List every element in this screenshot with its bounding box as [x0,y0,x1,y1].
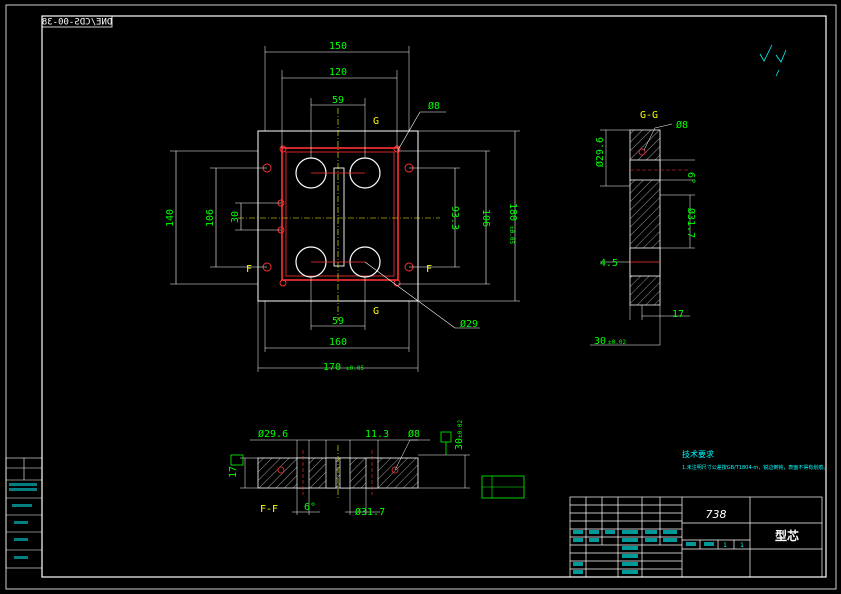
pocket-outline [281,147,399,281]
section-g-bottom: G [373,306,379,317]
dim-160: 160 [329,337,347,348]
dim-170-tol: ±0.05 [346,365,364,372]
dim-170: 170 [323,362,341,373]
title-material: 738 [706,508,727,521]
outer-frame [5,4,837,590]
notes-title: 技术要求 [682,449,714,459]
title-sheet: 1 [740,542,744,549]
ff-dia8: Ø8 [408,428,420,440]
gg-dia31: Ø31.7 [685,208,697,238]
side-table [5,457,43,569]
dim-150: 150 [329,41,347,52]
dim-dia29: Ø29 [460,318,478,330]
section-gg-label: G-G [640,110,658,121]
roughness-symbol [759,44,787,77]
ff-angle: 6° [304,502,316,513]
gg-30-tol: ±0.02 [608,339,626,346]
ff-17: 17 [228,466,239,478]
ff-dia31: Ø31.7 [355,506,385,518]
ff-30: 30 [454,438,465,450]
dim-30: 30 [230,211,241,223]
section-ff-label: F-F [260,504,278,515]
inner-frame [41,15,827,578]
dim-59-bottom: 59 [332,316,344,327]
dim-180-tol: ±0.05 [508,226,515,244]
section-g-top: G [373,116,379,127]
drawing-code-box [41,15,113,28]
dim-93: 93.3 [449,206,460,230]
ff-dia29: Ø29.6 [258,428,288,440]
ff-11-3: 11.3 [365,429,389,440]
title-part-name: 型芯 [775,528,799,543]
gg-section: G-G Ø8 Ø29.6 6° [590,110,697,347]
notes-line1: 1.未注明尺寸公差按GB/T1804-m，锐边倒钝，表面不得有划痕。 [682,464,828,471]
title-block [569,496,823,578]
gg-17: 17 [672,309,684,320]
plan-view: G G F F [165,41,520,373]
center-slot [333,167,345,267]
section-f-left: F [246,264,252,275]
gg-30: 30 [594,336,606,347]
drawing-code: DNE/CDS-00-38 [42,18,112,28]
dim-dia8: Ø8 [428,100,440,112]
ff-30-tol: ±0.02 [457,420,464,438]
dim-59-top: 59 [332,95,344,106]
gg-4-5: 4.5 [600,258,618,269]
gg-dia29: Ø29.6 [594,137,606,167]
dim-120: 120 [329,67,347,78]
title-block-cells [573,530,714,574]
ff-section: F-F [228,420,525,518]
tech-notes: 技术要求 1.未注明尺寸公差按GB/T1804-m，锐边倒钝，表面不得有划痕。 [682,449,828,471]
gg-dia8: Ø8 [676,119,688,131]
dim-106-right: 106 [480,209,491,227]
dim-140: 140 [165,209,176,227]
gg-angle: 6° [685,172,696,184]
section-f-right: F [426,264,432,275]
title-scale: 1 [723,542,727,549]
dim-106-left: 106 [205,209,216,227]
dim-180: 180 [507,203,518,221]
